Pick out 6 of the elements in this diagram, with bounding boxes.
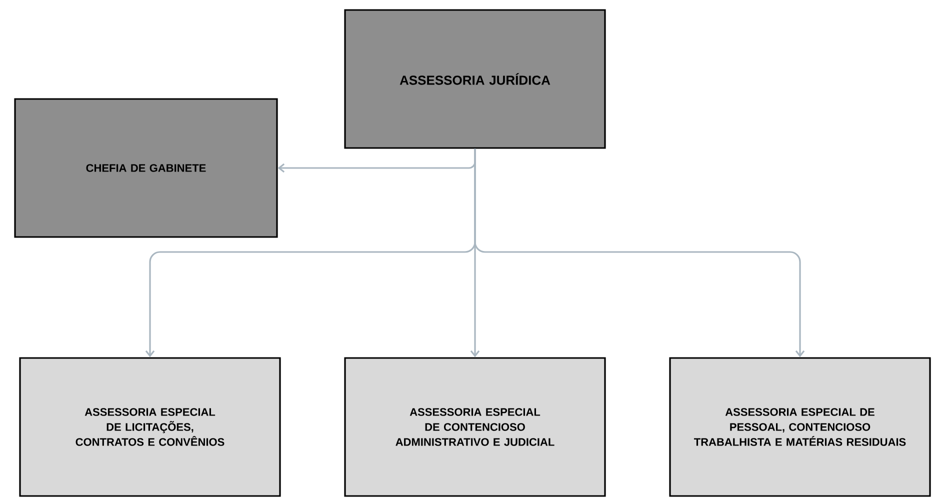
org-box: ASSESSORIA ESPECIAL DE CONTENCIOSO ADMINISTRATIVO E JUDICIAL (344, 357, 606, 497)
org-box: ASSESSORIA JURÍDICA (344, 9, 606, 149)
org-box: ASSESSORIA ESPECIAL DE PESSOAL, CONTENCIOSO TRABALHISTA E MATÉRIAS RESIDUAIS (669, 357, 931, 497)
org-box: CHEFIA DE GABINETE (14, 98, 278, 238)
org-box: ASSESSORIA ESPECIAL DE LICITAÇÕES, CONTRATOS E CONVÊNIOS (19, 357, 281, 497)
arrow (474, 148, 805, 358)
